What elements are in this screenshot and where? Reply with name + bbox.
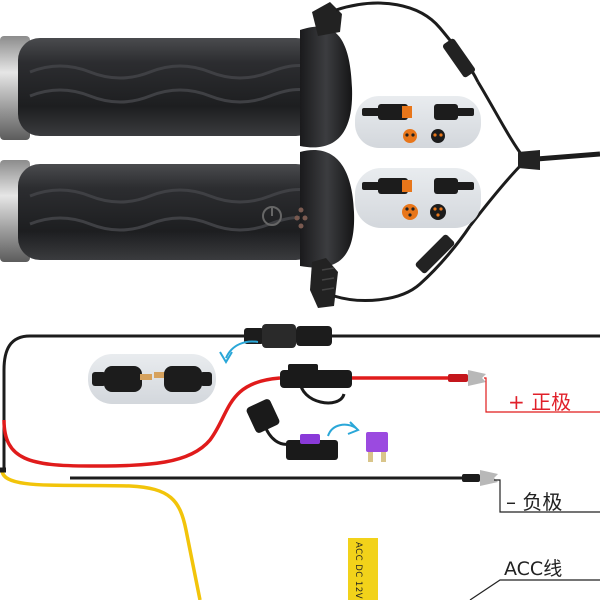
- upper-cable-boot: [312, 2, 342, 36]
- fuse-socket: [286, 434, 338, 460]
- positive-wire: [2, 376, 450, 468]
- upper-grip-body: [18, 38, 318, 136]
- positive-label: + 正极: [508, 390, 572, 414]
- negative-ring-terminal: [462, 470, 498, 486]
- main-harness-cable: [2, 334, 600, 470]
- arrow-to-fuse: [327, 423, 357, 437]
- acc-label: ACC线: [504, 558, 563, 580]
- inline-fuse-holder: [280, 364, 352, 405]
- acc-tag-text: ACC DC 12V: [353, 542, 363, 600]
- fuse-holder-cap: [246, 399, 291, 446]
- acc-tag-label-box: ACC DC 12V: [351, 540, 375, 600]
- acc-tag: [348, 538, 378, 600]
- arrow-harness-to-sae: [225, 340, 259, 359]
- negative-label: – 负极: [506, 490, 563, 514]
- acc-wire: [0, 469, 202, 600]
- acc-leader-line: [469, 579, 600, 600]
- arrow-head-icon: [219, 351, 233, 364]
- negative-leader-line: [494, 479, 600, 513]
- blade-fuse-icon: [366, 432, 388, 462]
- heat-level-led-icon: [294, 207, 308, 229]
- connector-detail-top: [355, 96, 481, 148]
- positive-ring-terminal: [448, 370, 486, 386]
- lower-grip-body: [18, 164, 318, 260]
- positive-leader-line: [484, 377, 600, 413]
- lower-cable-boot: [310, 258, 338, 308]
- lower-heated-grip: [0, 150, 355, 308]
- upper-heated-grip: [0, 2, 353, 148]
- harness-inline-connector: [244, 324, 332, 348]
- lower-grip-flange: [300, 150, 355, 268]
- power-button-icon: [262, 206, 282, 226]
- arrow-head-icon: [347, 421, 360, 435]
- connector-detail-bottom: [355, 168, 481, 228]
- upper-grip-flange: [300, 26, 353, 148]
- inline-connectors: [415, 38, 540, 274]
- y-splitter: [518, 150, 540, 170]
- grip-cables: [333, 1, 600, 302]
- sae-connector-detail: [88, 354, 216, 404]
